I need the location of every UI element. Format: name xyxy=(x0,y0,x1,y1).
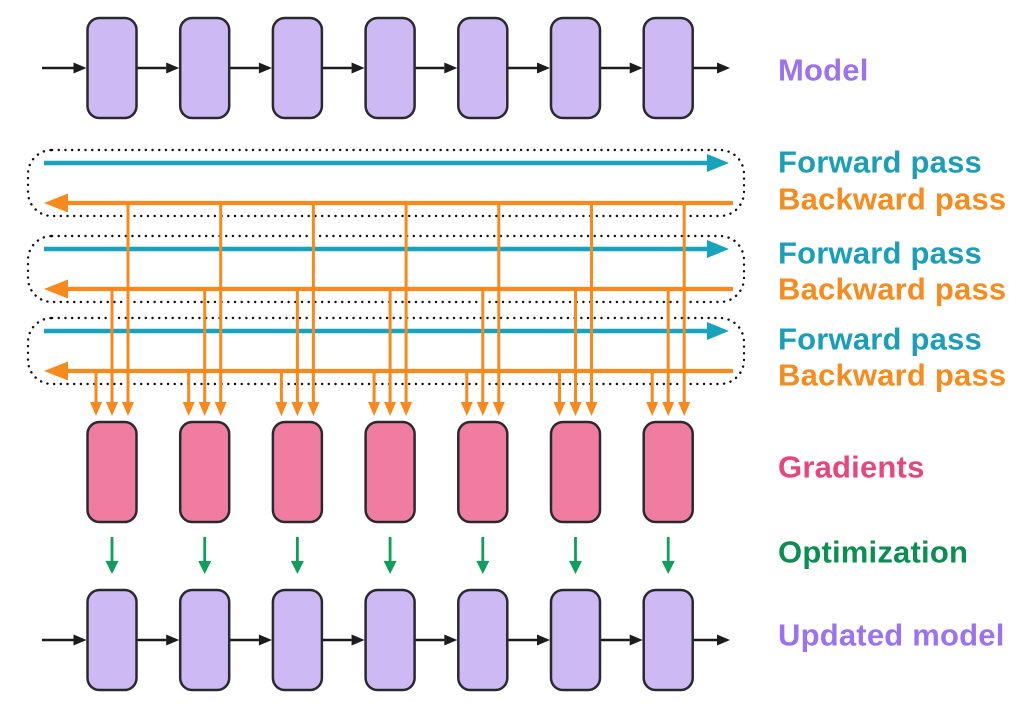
updated-model-block xyxy=(364,588,416,692)
optimization-arrow-head xyxy=(290,561,304,574)
gradient-drop-arrow-head xyxy=(106,402,118,416)
model-block xyxy=(642,16,694,120)
model-input-arrow-head xyxy=(73,62,87,74)
model-block xyxy=(178,16,231,120)
model-block xyxy=(86,16,138,120)
updated-model-output-arrow-head xyxy=(717,634,730,646)
gradient-drop-arrow-head xyxy=(198,402,211,416)
forward-pass-arrow-head xyxy=(707,240,729,258)
updated-model-flow-arrow-head xyxy=(258,634,272,646)
updated-model-block xyxy=(457,588,509,692)
gradient-drop-arrow-head xyxy=(291,402,304,416)
optimization-arrow-head xyxy=(105,561,119,574)
optimization-arrow-head xyxy=(569,561,582,574)
gradient-drop-arrow-head xyxy=(400,402,413,416)
updated-model-flow-arrow-head xyxy=(351,634,365,646)
backward-pass-arrow-head xyxy=(44,193,68,213)
updated-model-flow-arrow-head xyxy=(166,634,180,646)
optimization-arrow-head xyxy=(198,561,212,574)
gradient-block xyxy=(457,420,509,524)
optimization-arrow-head xyxy=(661,561,675,574)
gradient-block xyxy=(271,420,324,524)
gradient-drop-arrow-head xyxy=(275,402,288,416)
gradient-drop-arrow-head xyxy=(476,402,489,416)
gradient-drop-arrow-head xyxy=(662,402,675,416)
model-flow-arrow-head xyxy=(444,62,458,74)
updated-model-flow-arrow-head xyxy=(444,634,458,646)
model-flow-arrow-head xyxy=(166,62,180,74)
optimization-arrow-head xyxy=(383,561,397,574)
updated-model-input-arrow-head xyxy=(73,634,87,646)
gradient-drop-arrow-head xyxy=(384,402,397,416)
gradient-drop-arrow-head xyxy=(182,402,195,416)
backward-pass-arrow-head xyxy=(44,361,68,381)
updated-model-flow-arrow-head xyxy=(537,634,550,646)
gradient-block xyxy=(364,420,416,524)
gradient-drop-arrow-head xyxy=(492,402,505,416)
gradient-drop-arrow-head xyxy=(585,402,598,416)
model-flow-arrow-head xyxy=(351,62,365,74)
forward-pass-arrow-head xyxy=(707,154,729,172)
model-flow-arrow-head xyxy=(629,62,643,74)
gradient-drop-arrow-head xyxy=(460,402,473,416)
updated-model-block xyxy=(271,588,324,692)
gradient-drop-arrow-head xyxy=(553,402,566,416)
model-block xyxy=(364,16,416,120)
model-block xyxy=(271,16,324,120)
optimization-arrow-head xyxy=(476,561,490,574)
updated-model-block xyxy=(642,588,694,692)
model-flow-arrow-head xyxy=(258,62,272,74)
updated-model-flow-arrow-head xyxy=(629,634,643,646)
pass-group-box xyxy=(26,148,746,218)
forward-pass-arrow-head xyxy=(707,322,729,340)
model-output-arrow-head xyxy=(717,62,730,74)
pass-group-box xyxy=(26,234,746,304)
model-block xyxy=(549,16,602,120)
gradient-drop-arrow-head xyxy=(368,402,381,416)
gradient-drop-arrow-head xyxy=(307,402,320,416)
updated-model-block xyxy=(549,588,602,692)
model-flow-arrow-head xyxy=(537,62,550,74)
gradient-block xyxy=(86,420,138,524)
gradient-drop-arrow-head xyxy=(90,402,102,416)
backward-pass-arrow-head xyxy=(44,279,68,299)
updated-model-block xyxy=(178,588,231,692)
gradient-drop-arrow-head xyxy=(678,402,691,416)
gradient-drop-arrow-head xyxy=(646,402,659,416)
gradient-block xyxy=(549,420,602,524)
gradient-block xyxy=(178,420,231,524)
model-block xyxy=(457,16,509,120)
gradient-drop-arrow-head xyxy=(214,402,227,416)
pass-group-box xyxy=(26,316,746,386)
updated-model-block xyxy=(86,588,138,692)
gradient-drop-arrow-head xyxy=(569,402,582,416)
gradient-drop-arrow-head xyxy=(122,402,134,416)
gradient-block xyxy=(642,420,694,524)
